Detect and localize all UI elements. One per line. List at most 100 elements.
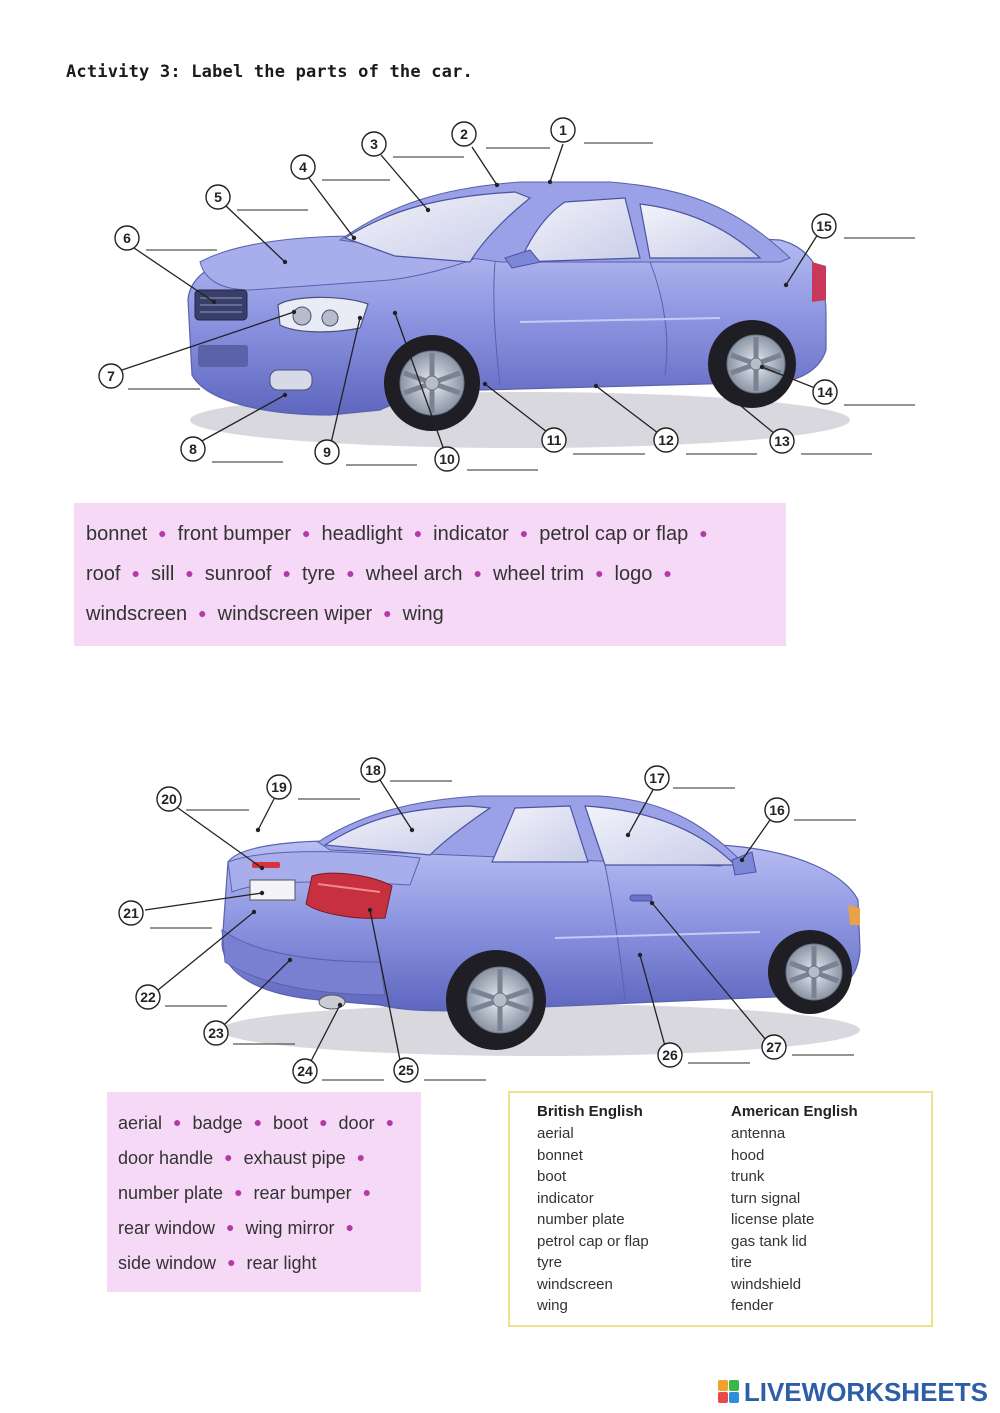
top-word-word: wheel trim bbox=[492, 563, 585, 585]
bullet-dot-icon: ● bbox=[226, 1219, 235, 1235]
bottom-word-word: rear bumper bbox=[253, 1183, 352, 1203]
bullet-dot-icon: ● bbox=[282, 565, 291, 581]
bullet-dot-icon: ● bbox=[198, 605, 207, 621]
bullet-dot-icon: ● bbox=[302, 525, 311, 541]
bottom-word-word: number plate bbox=[118, 1183, 224, 1203]
glossary-item: trunk bbox=[731, 1168, 765, 1185]
bottom-word-word: aerial bbox=[118, 1113, 163, 1133]
bullet-dot-icon: ● bbox=[234, 1184, 243, 1200]
callout-2: 2 bbox=[451, 121, 477, 147]
top-word-word: tyre bbox=[301, 563, 336, 585]
svg-text:20: 20 bbox=[161, 791, 177, 807]
callout-22: 22 bbox=[135, 984, 161, 1010]
bottom-word-word: rear light bbox=[246, 1253, 317, 1273]
callout-24: 24 bbox=[292, 1058, 318, 1084]
callout-8: 8 bbox=[180, 436, 206, 462]
top-word-line: bonnet ● front bumper ● headlight ● indicator ●… bbox=[86, 517, 786, 557]
logo-tile-1 bbox=[717, 1380, 728, 1391]
callout-21: 21 bbox=[118, 900, 144, 926]
bottom-word-line: aerial●badge●boot●door● bbox=[118, 1108, 421, 1143]
top-word-word: indicator bbox=[433, 523, 509, 545]
bottom-word-line: number plate●rear bumper● bbox=[118, 1178, 421, 1213]
callout-13: 13 bbox=[769, 428, 795, 454]
activity-title: Activity 3: Label the parts of the car. bbox=[66, 62, 473, 82]
bullet-dot-icon: ● bbox=[473, 565, 482, 581]
top-leader-lines bbox=[121, 143, 819, 451]
bottom-word-word: badge bbox=[192, 1113, 243, 1133]
bullet-dot-icon: ● bbox=[413, 525, 423, 541]
bullet-dot-icon: ● bbox=[663, 565, 672, 581]
top-word-word: windscreen bbox=[86, 603, 188, 625]
svg-text:18: 18 bbox=[365, 762, 381, 778]
american-header: American English bbox=[731, 1103, 858, 1120]
glossary-item: indicator bbox=[537, 1189, 594, 1207]
bottom-answer-blanks[interactable] bbox=[150, 780, 856, 1081]
glossary-item: gas tank lid bbox=[731, 1232, 807, 1250]
callout-20: 20 bbox=[156, 786, 182, 812]
bottom-word-line: side window ● rear light bbox=[118, 1248, 421, 1283]
glossary-item: boot bbox=[537, 1168, 567, 1185]
rear-view-car bbox=[220, 795, 861, 1056]
svg-text:22: 22 bbox=[140, 989, 156, 1005]
bullet-dot-icon: ● bbox=[158, 525, 167, 541]
top-answer-blanks[interactable] bbox=[128, 142, 915, 471]
svg-text:24: 24 bbox=[297, 1063, 313, 1079]
liveworksheets-logo-icon bbox=[717, 1380, 740, 1404]
callout-16: 16 bbox=[764, 797, 790, 823]
callout-25: 25 bbox=[393, 1057, 419, 1083]
top-word-word: headlight bbox=[321, 523, 403, 545]
liveworksheets-brand[interactable]: LIVEWORKSHEETS bbox=[717, 1375, 988, 1409]
callout-14: 14 bbox=[812, 379, 838, 405]
svg-text:2: 2 bbox=[460, 126, 468, 142]
callout-5: 5 bbox=[205, 184, 231, 210]
callout-23: 23 bbox=[203, 1020, 229, 1046]
glossary-item: wing bbox=[537, 1297, 568, 1314]
bottom-word-line: rear window●wing mirror● bbox=[118, 1213, 421, 1248]
bullet-dot-icon: ● bbox=[699, 525, 708, 541]
svg-text:25: 25 bbox=[398, 1062, 414, 1078]
svg-text:26: 26 bbox=[662, 1047, 678, 1063]
callout-4: 4 bbox=[290, 154, 316, 180]
svg-text:21: 21 bbox=[123, 905, 139, 921]
top-word-word: petrol cap or flap bbox=[539, 523, 689, 545]
bullet-dot-icon: ● bbox=[345, 1219, 354, 1235]
bullet-dot-icon: ● bbox=[253, 1114, 263, 1130]
callout-10: 10 bbox=[434, 446, 460, 472]
callout-18: 18 bbox=[360, 757, 386, 783]
bottom-leader-lines bbox=[144, 779, 771, 1064]
top-word-word: logo bbox=[614, 563, 653, 585]
bullet-dot-icon: ● bbox=[356, 1149, 366, 1165]
callout-6: 6 bbox=[114, 225, 140, 251]
top-word-word: bonnet bbox=[86, 523, 148, 545]
bottom-word-word: exhaust pipe bbox=[243, 1148, 346, 1168]
bottom-word-word: side window bbox=[118, 1253, 217, 1273]
number-plate-shape bbox=[249, 879, 296, 901]
top-word-word: front bumper bbox=[177, 523, 292, 545]
svg-text:3: 3 bbox=[370, 136, 378, 152]
bullet-dot-icon: ● bbox=[227, 1254, 236, 1270]
windscreen-shape bbox=[343, 191, 532, 263]
glossary-item: windshield bbox=[731, 1275, 802, 1293]
svg-text:11: 11 bbox=[547, 432, 562, 448]
glossary-item: hood bbox=[731, 1146, 765, 1164]
callout-19: 19 bbox=[266, 774, 292, 800]
bottom-word-word: boot bbox=[273, 1113, 309, 1133]
callout-11: 11 bbox=[541, 427, 567, 453]
callout-15: 15 bbox=[811, 213, 837, 239]
svg-text:7: 7 bbox=[107, 368, 115, 384]
callout-12: 12 bbox=[653, 427, 679, 453]
top-word-word: wheel arch bbox=[365, 563, 463, 585]
callout-27: 27 bbox=[761, 1034, 787, 1060]
bullet-dot-icon: ● bbox=[173, 1114, 182, 1130]
top-word-word: sill bbox=[150, 563, 175, 585]
bullet-dot-icon: ● bbox=[595, 565, 604, 581]
logo-tile-3 bbox=[717, 1392, 728, 1403]
svg-text:17: 17 bbox=[649, 770, 665, 786]
side-window-rear bbox=[639, 203, 762, 259]
glossary-item: fender bbox=[731, 1297, 774, 1314]
top-word-line: windscreen●windscreen wiper●wing bbox=[86, 597, 786, 637]
svg-text:13: 13 bbox=[774, 433, 790, 449]
svg-text:19: 19 bbox=[271, 779, 287, 795]
svg-text:16: 16 bbox=[769, 802, 785, 818]
